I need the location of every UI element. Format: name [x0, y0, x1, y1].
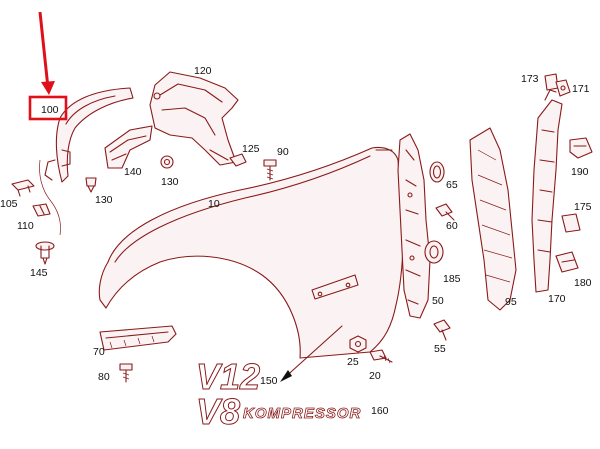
callout-130-b: 130	[161, 176, 179, 188]
callout-50: 50	[432, 295, 444, 307]
screw-90[interactable]	[263, 159, 277, 181]
highlight-arrow	[38, 11, 50, 89]
grommet-185[interactable]	[424, 240, 444, 264]
clip-171[interactable]	[555, 79, 571, 97]
clip-130-a[interactable]	[85, 177, 97, 193]
callout-60: 60	[446, 220, 458, 232]
screw-80[interactable]	[119, 363, 133, 383]
bolt-60[interactable]	[435, 203, 455, 221]
callout-70: 70	[93, 346, 105, 358]
badge-leader-arrow	[281, 325, 343, 381]
callout-90: 90	[277, 146, 289, 158]
callout-175: 175	[574, 201, 592, 213]
callout-100: 100	[41, 104, 59, 116]
clip-130-b[interactable]	[160, 155, 174, 169]
inner-liner-120[interactable]	[149, 71, 239, 166]
trim-strip-170[interactable]	[531, 89, 563, 293]
callout-145: 145	[30, 267, 48, 279]
clip-190[interactable]	[569, 137, 593, 159]
callout-171: 171	[572, 83, 590, 95]
clip-180[interactable]	[555, 251, 579, 273]
bracket-70[interactable]	[99, 325, 177, 351]
highlight-box-100	[28, 95, 68, 121]
highlight-arrowhead	[41, 81, 55, 95]
callout-55: 55	[434, 343, 446, 355]
clip-175[interactable]	[561, 213, 581, 233]
callout-130-a: 130	[95, 194, 113, 206]
nut-25[interactable]	[349, 335, 367, 353]
clip-105[interactable]	[11, 179, 35, 197]
callout-185: 185	[443, 273, 461, 285]
v8-badge: V8	[196, 391, 240, 432]
grommet-65[interactable]	[429, 161, 445, 183]
v12-badge: V12	[196, 356, 260, 397]
wheel-arch-liner-100[interactable]	[39, 87, 134, 236]
callout-80: 80	[98, 371, 110, 383]
front-fender-10[interactable]	[98, 146, 404, 359]
callout-190: 190	[571, 166, 589, 178]
clip-110[interactable]	[32, 203, 51, 217]
callout-140: 140	[124, 166, 142, 178]
kompressor-badge: KOMPRESSOR	[243, 405, 361, 422]
callout-110: 110	[17, 220, 34, 232]
bolt-55[interactable]	[433, 319, 451, 341]
rivet-145[interactable]	[35, 241, 55, 265]
callout-10: 10	[208, 198, 220, 210]
callout-105: 105	[0, 198, 18, 210]
callout-125: 125	[242, 143, 260, 155]
callout-65: 65	[446, 179, 458, 191]
callout-120: 120	[194, 65, 212, 77]
bracket-140[interactable]	[104, 125, 153, 169]
mounting-strip-50[interactable]	[397, 133, 431, 319]
callout-150: 150	[260, 375, 278, 387]
clip-125[interactable]	[229, 153, 247, 167]
insulation-95[interactable]	[469, 127, 517, 311]
callout-160: 160	[371, 405, 389, 417]
bolt-20[interactable]	[369, 349, 393, 364]
callout-180: 180	[574, 277, 592, 289]
callout-173: 173	[521, 73, 539, 85]
callout-25: 25	[347, 356, 359, 368]
callout-170: 170	[548, 293, 566, 305]
callout-20: 20	[369, 370, 381, 382]
callout-95: 95	[505, 296, 517, 308]
badge-leader-arrowhead	[280, 370, 292, 382]
